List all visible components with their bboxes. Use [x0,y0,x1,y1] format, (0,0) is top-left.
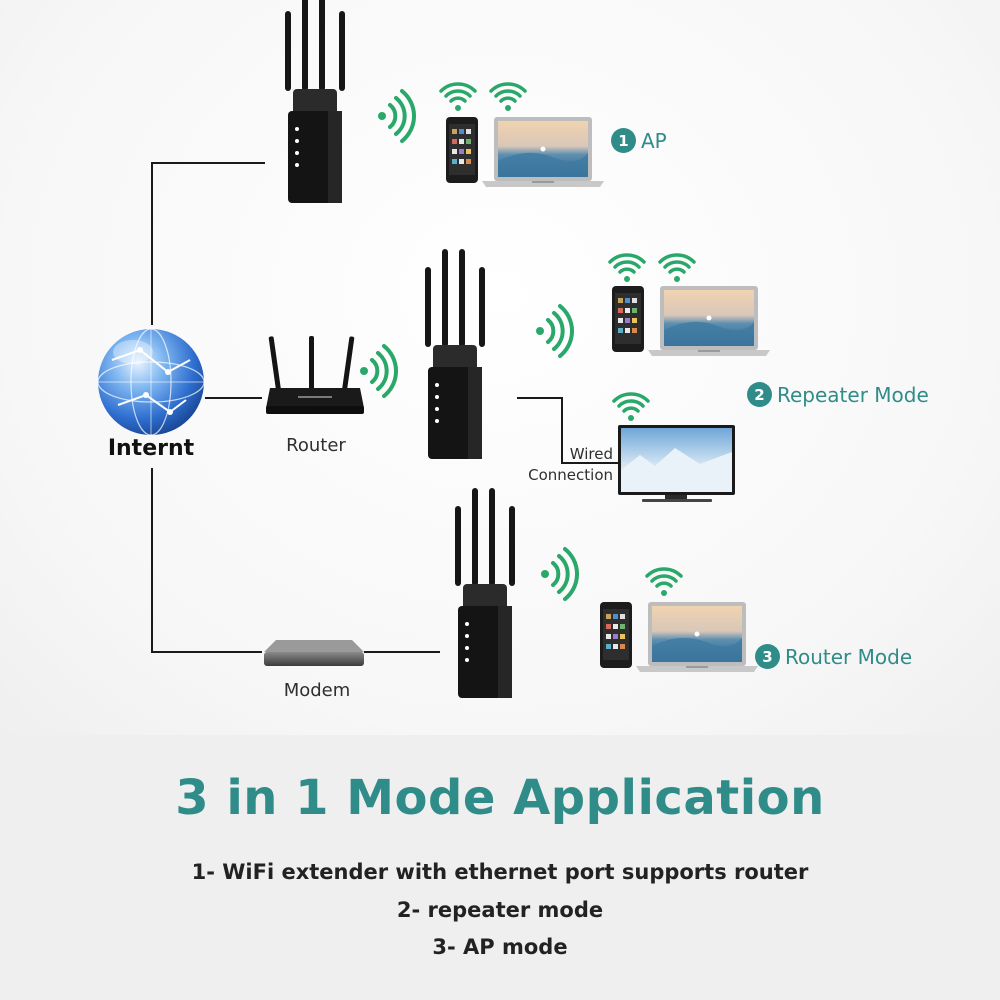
wifi-signal-icon [658,253,696,284]
diagram-area: Internt Router Modem Wired Connection 1 … [0,0,1000,735]
connection-lines [151,162,618,653]
wifi-signal-icon [376,89,417,143]
extender-icon [455,488,515,698]
description-line: 1- WiFi extender with ethernet port supp… [191,860,809,884]
wifi-signal-icon [489,82,527,113]
wired-label-line2: Connection [528,466,613,484]
smartphone-icon [612,286,644,352]
modem-label: Modem [283,680,351,701]
description-line: 3- AP mode [432,935,568,959]
wifi-signal-icon [358,344,399,398]
mode-name: AP [641,128,667,153]
router-label: Router [286,435,346,456]
wifi-signal-icon [645,567,683,598]
mode-repeater-label: 2 Repeater Mode [747,382,929,407]
wifi-signal-icon [612,392,650,423]
modem-icon [264,640,364,666]
smartphone-icon [446,117,478,183]
internet-label: Internt [107,436,195,461]
laptop-icon [636,602,758,672]
laptop-icon [482,117,604,187]
router-icon [266,336,364,414]
extender-icon [425,249,485,459]
mode-router-label: 3 Router Mode [755,644,912,669]
wired-label-line1: Wired [569,445,613,463]
mode-number-badge: 2 [747,382,772,407]
mode-number-badge: 3 [755,644,780,669]
main-title: 3 in 1 Mode Application [175,770,825,826]
wired-connection-label: Wired Connection [518,444,613,486]
wifi-signal-icon [534,304,575,358]
mode-name: Repeater Mode [777,382,929,407]
description-line: 2- repeater mode [396,898,604,922]
smartphone-icon [600,602,632,668]
wifi-signal-icon [608,253,646,284]
extender-icon [285,0,345,203]
globe-icon [97,328,205,436]
wifi-signal-icon [539,547,580,601]
network-diagram [97,0,770,698]
tv-icon [618,425,735,502]
wifi-signal-icon [439,82,477,113]
laptop-icon [648,286,770,356]
mode-name: Router Mode [785,644,913,669]
caption-panel [0,735,1000,1000]
mode-ap-label: 1 AP [611,128,667,153]
mode-number-badge: 1 [611,128,636,153]
